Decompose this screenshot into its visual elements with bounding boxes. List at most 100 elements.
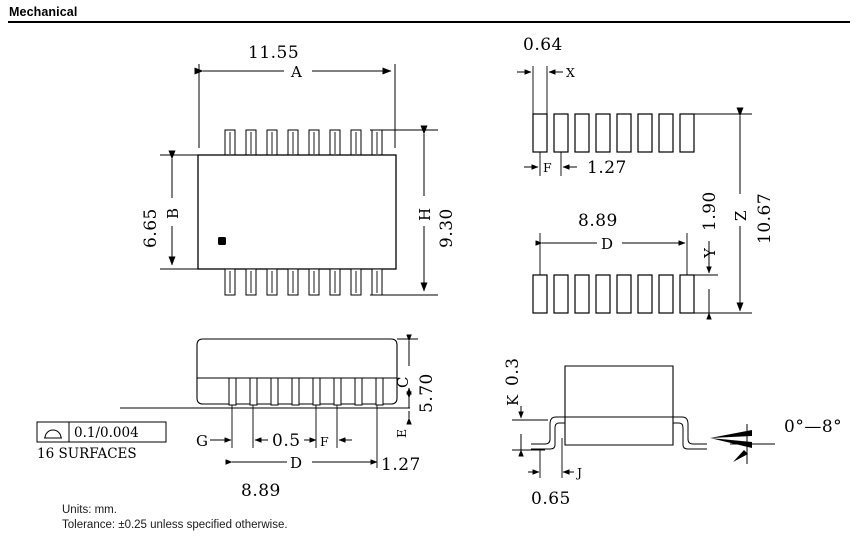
lead (354, 377, 363, 406)
dim-label-z: Z (732, 211, 750, 221)
dim-label-c: C (394, 377, 412, 388)
dim-d-8-89-front: D 8.89 1.27 (225, 405, 420, 501)
dim-label-f-front: F (320, 434, 329, 449)
dim-label-y: Y (701, 247, 719, 259)
pin (350, 268, 362, 296)
header-rule (8, 21, 850, 23)
dim-b-6-65: B 6.65 (141, 150, 200, 270)
dim-f-1-27-pitch: F 1.27 (524, 152, 627, 178)
package-body-side (564, 365, 674, 446)
pin (308, 268, 320, 296)
pad (574, 113, 590, 153)
side-elevation-view: K 0.3 J 0.65 (503, 357, 842, 506)
pin (287, 129, 299, 157)
dim-value-10-67: 10.67 (755, 193, 775, 244)
mechanical-drawing-svg: 11.55 A (36, 35, 842, 506)
pin (350, 129, 362, 157)
dim-value-1-90: 1.90 (700, 191, 720, 231)
note-units: Units: mm. (62, 504, 117, 516)
gdt-surfaces-note: 16 SURFACES (37, 446, 137, 462)
lead-left-inner (531, 422, 565, 450)
dim-h-9-30: H 9.30 (370, 125, 457, 296)
dim-c-5-70: C 5.70 (394, 334, 437, 413)
pin (224, 129, 236, 157)
lead (291, 377, 300, 406)
lead-right-outer (673, 416, 707, 445)
dim-a-11-55: 11.55 A (194, 43, 396, 148)
pin (266, 268, 278, 296)
pad (658, 113, 674, 153)
land-pattern-view: 0.64 X (517, 35, 775, 320)
section-header: Mechanical (8, 4, 850, 23)
pad (595, 113, 611, 153)
drawing-notes: Units: mm. Tolerance: ±0.25 unless speci… (62, 503, 288, 533)
dim-label-g: G (196, 432, 208, 450)
pin (329, 129, 341, 157)
dim-value-8-89-front: 8.89 (241, 481, 281, 501)
dim-value-8-89-pads: 8.89 (578, 211, 618, 231)
pad (637, 113, 653, 153)
dim-label-f-pitch: F (543, 160, 552, 175)
front-elevation-view: C 5.70 E 0.5 (36, 334, 437, 501)
dim-value-0-64: 0.64 (523, 35, 563, 55)
dim-j-0-65: J 0.65 (528, 438, 582, 506)
dim-label-h: H (416, 208, 434, 221)
dim-value-5-70: 5.70 (417, 373, 437, 413)
pin (245, 129, 257, 157)
top-view-pins-lower (224, 268, 383, 296)
dim-z-10-67: Z 10.67 (690, 107, 775, 314)
dim-lead-angle: 0°—8° (710, 417, 842, 464)
dim-d-8-89-pads: 8.89 D (535, 211, 688, 276)
pin (329, 268, 341, 296)
coplanarity-arc-symbol (44, 429, 62, 439)
lead-right-inner (673, 422, 707, 450)
dim-value-1-27-pitch: 1.27 (587, 158, 627, 178)
pad (553, 274, 569, 314)
pin (308, 129, 320, 157)
pin (245, 268, 257, 296)
pin (371, 268, 383, 296)
dim-label-a: A (290, 63, 302, 81)
dim-x-0-64: 0.64 X (517, 35, 575, 114)
page-title: Mechanical (9, 5, 78, 19)
pad (532, 113, 548, 153)
drawing-canvas: 11.55 A (0, 26, 858, 506)
dim-label-x: X (566, 65, 575, 80)
dim-value-11-55: 11.55 (248, 43, 299, 63)
package-body-front (196, 338, 398, 405)
pad (679, 274, 695, 314)
pad (574, 274, 590, 314)
dim-lead-width-pitch: 0.5 F (218, 405, 352, 451)
dim-label-d-pads: D (601, 235, 613, 253)
lead (228, 377, 237, 406)
dim-y-1-90: Y 1.90 (694, 191, 720, 320)
pin (224, 268, 236, 296)
lead (312, 377, 321, 406)
package-body-top (197, 154, 397, 270)
pad (679, 113, 695, 153)
top-view-pins-upper (224, 129, 383, 157)
pin (287, 268, 299, 296)
lead-left-outer (531, 416, 565, 445)
dim-value-9-30: 9.30 (437, 208, 457, 248)
pin (371, 129, 383, 157)
dim-value-0-5: 0.5 (272, 431, 301, 451)
dim-value-0-65: 0.65 (531, 489, 571, 506)
pad (595, 274, 611, 314)
dim-value-lead-angle: 0°—8° (784, 417, 842, 437)
pad (616, 113, 632, 153)
pin-one-indicator-dot (218, 237, 226, 245)
dim-label-k: K (504, 394, 522, 406)
lead (333, 377, 342, 406)
pad (658, 274, 674, 314)
lead (249, 377, 258, 406)
dim-label-e: E (394, 429, 409, 438)
dim-k-0-3: K 0.3 (503, 357, 548, 457)
top-view: 11.55 A (141, 43, 457, 296)
dim-label-d-front: D (290, 454, 302, 472)
pad (532, 274, 548, 314)
feature-control-frame: 0.1/0.004 16 SURFACES (36, 421, 167, 462)
dim-label-j: J (575, 465, 582, 480)
land-pads-lower (532, 274, 695, 314)
